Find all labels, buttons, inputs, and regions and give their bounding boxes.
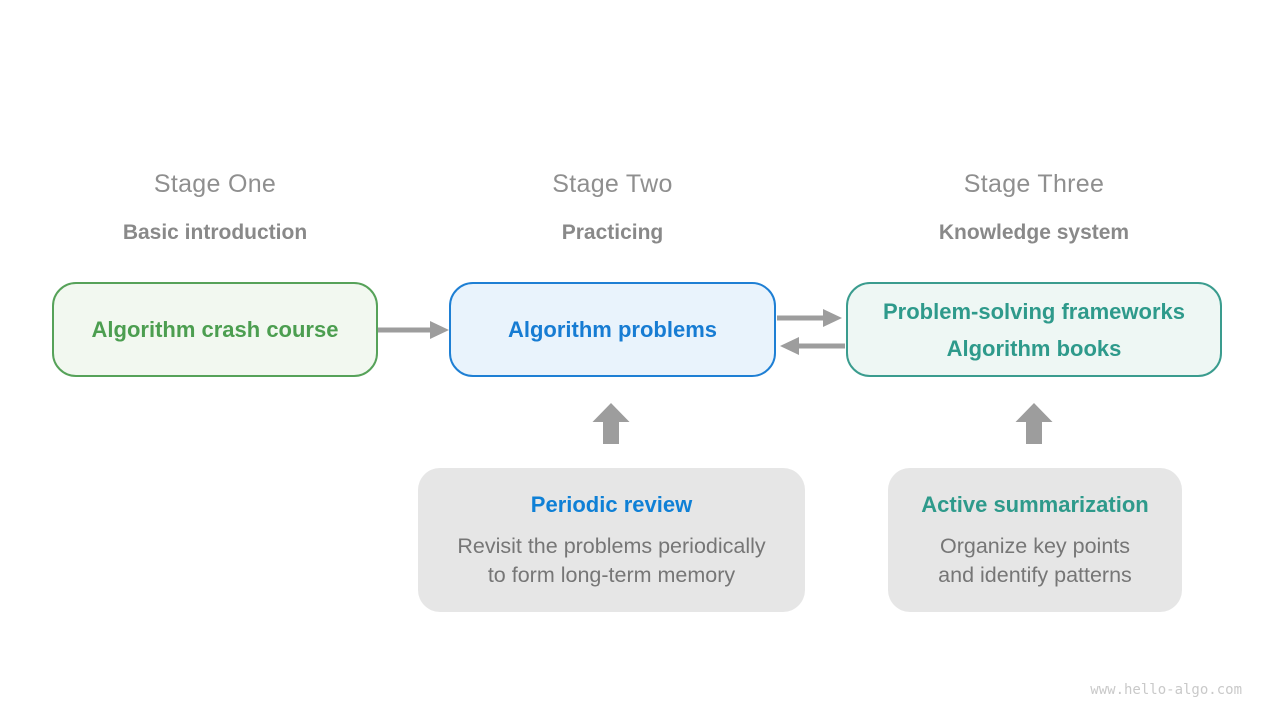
arrow-stage3-to-stage2	[780, 337, 845, 355]
stage-three-heading: Stage Three	[963, 170, 1105, 198]
note-active-summarization-body: Organize key points and identify pattern…	[938, 532, 1132, 590]
stage-two-box-label: Algorithm problems	[507, 317, 717, 342]
stage-one-column: Stage One Basic introduction Algorithm c…	[52, 0, 378, 720]
note-card-active-summarization: Active summarization Organize key points…	[888, 468, 1182, 612]
stage-three-column: Stage Three Knowledge system Problem-sol…	[846, 0, 1222, 720]
arrow-head-right-icon	[823, 309, 842, 327]
watermark-url: www.hello-algo.com	[1090, 682, 1242, 698]
note-body-line: and identify patterns	[938, 563, 1132, 587]
stage-two-heading: Stage Two	[552, 170, 673, 198]
stage-three-box: Problem-solving frameworks Algorithm boo…	[846, 282, 1222, 377]
stage-one-subtitle: Basic introduction	[122, 221, 308, 244]
stage-three-subtitle: Knowledge system	[938, 221, 1130, 244]
stage-two-column: Stage Two Practicing Algorithm problems	[449, 0, 776, 720]
note-periodic-review-title: Periodic review	[530, 492, 693, 517]
stage-three-box-label-1: Problem-solving frameworks	[883, 298, 1185, 324]
stage-two-subtitle: Practicing	[561, 221, 664, 244]
arrow-up-periodic-review-icon	[592, 403, 630, 444]
note-body-line: Revisit the problems periodically	[457, 534, 766, 558]
stage-one-heading: Stage One	[153, 170, 277, 198]
stage-two-box: Algorithm problems	[449, 282, 776, 377]
stage-one-box-label: Algorithm crash course	[91, 317, 339, 342]
arrow-stage1-to-stage2	[378, 321, 449, 339]
note-body-line: to form long-term memory	[487, 563, 736, 587]
arrow-stage2-to-stage3	[777, 309, 842, 327]
arrow-head-right-icon	[430, 321, 449, 339]
stage-three-box-label-2: Algorithm books	[946, 335, 1122, 361]
note-active-summarization-title: Active summarization	[921, 492, 1149, 517]
note-card-periodic-review: Periodic review Revisit the problems per…	[418, 468, 805, 612]
arrow-up-active-summarization-icon	[1015, 403, 1053, 444]
note-body-line: Organize key points	[939, 534, 1130, 558]
arrow-head-left-icon	[780, 337, 799, 355]
note-periodic-review-body: Revisit the problems periodically to for…	[457, 532, 765, 590]
stage-one-box: Algorithm crash course	[52, 282, 378, 377]
